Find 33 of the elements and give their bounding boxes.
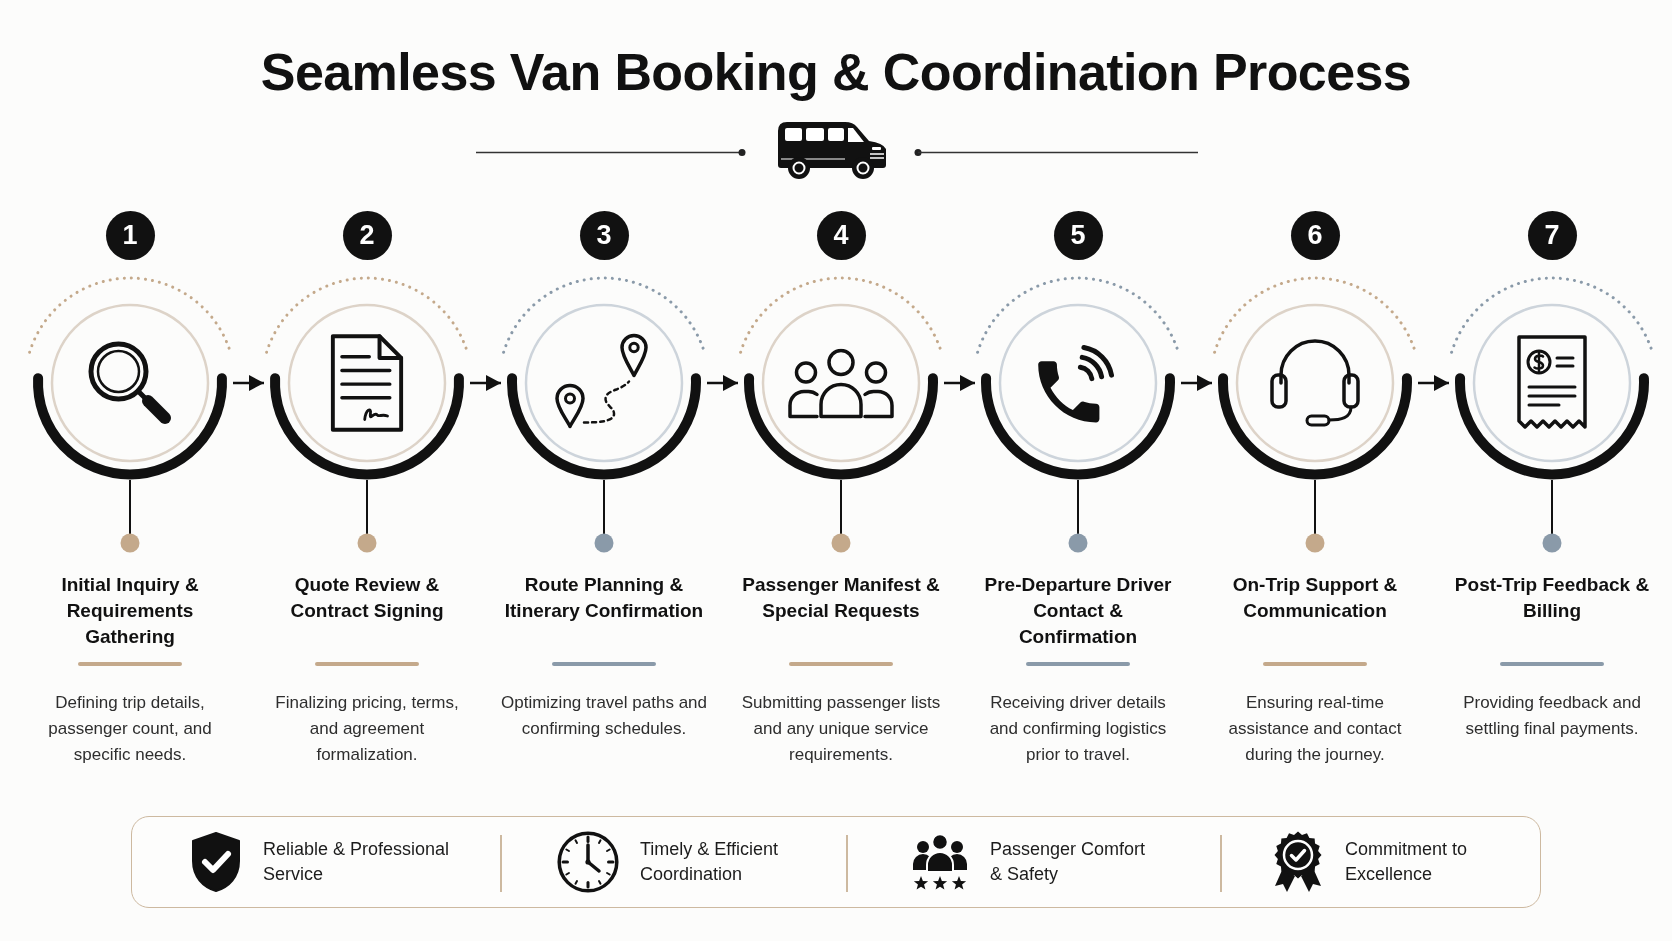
feature-label: Passenger Comfort & Safety xyxy=(990,838,1147,886)
step-description: Finalizing pricing, terms, and agreement formalization. xyxy=(274,692,460,766)
step-title: Route Planning & Itinerary Confirmation xyxy=(503,573,705,623)
feature-label: Timely & Efficient Coordination xyxy=(640,838,780,886)
step-description: Ensuring real-time assistance and contact during the journey. xyxy=(1227,692,1403,766)
feature-label: Reliable & Professional Service xyxy=(263,838,451,886)
step-description: Receiving driver details and confirming logistics prior to travel. xyxy=(988,692,1168,766)
features-band xyxy=(131,816,1541,908)
arrow xyxy=(233,375,264,391)
step-number: 7 xyxy=(1527,211,1577,260)
step-number: 6 xyxy=(1290,211,1340,260)
step-description: Defining trip details, passenger count, and specific needs. xyxy=(47,692,213,766)
step-description: Submitting passenger lists and any unique service requirements. xyxy=(740,692,942,766)
step-title: Pre-Departure Driver Contact & Confirmation xyxy=(983,573,1173,649)
step-number: 5 xyxy=(1053,211,1103,260)
step-description: Providing feedback and settling final payments. xyxy=(1462,692,1642,740)
title: Seamless Van Booking & Coordination Process xyxy=(260,42,1412,103)
step-number: 2 xyxy=(342,211,392,260)
step-description: Optimizing travel paths and confirming schedules. xyxy=(501,692,707,740)
arrow xyxy=(1181,375,1212,391)
step-number: 4 xyxy=(816,211,866,260)
arrow xyxy=(470,375,501,391)
step-number: 1 xyxy=(105,211,155,260)
step-title: Initial Inquiry & Requirements Gathering xyxy=(60,573,200,649)
step-title: Passenger Manifest & Special Requests xyxy=(741,573,941,623)
step-number: 3 xyxy=(579,211,629,260)
step-title: Post-Trip Feedback & Billing xyxy=(1453,573,1651,623)
step-title: Quote Review & Contract Signing xyxy=(289,573,445,623)
arrow xyxy=(707,375,738,391)
arrow xyxy=(944,375,975,391)
feature-label: Commitment to Excellence xyxy=(1345,838,1469,886)
arrow xyxy=(1418,375,1449,391)
step-title: On-Trip Support & Communication xyxy=(1231,573,1399,623)
